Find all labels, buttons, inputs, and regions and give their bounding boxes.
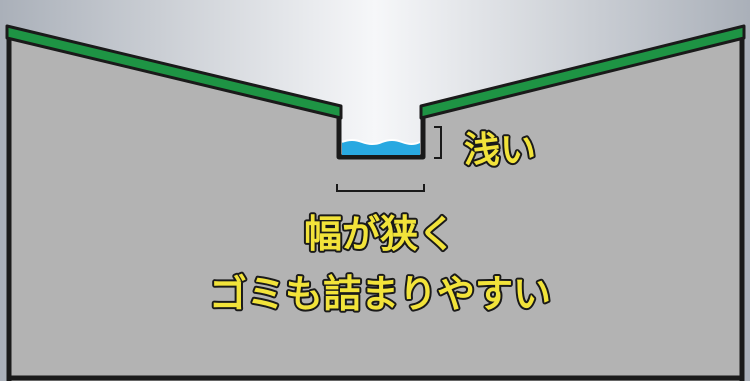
gutter-channel bbox=[336, 116, 426, 160]
clog-prone-label: ゴミも詰まりやすい bbox=[209, 272, 551, 316]
shallow-label: 浅い bbox=[464, 130, 536, 171]
narrow-width-label: 幅が狭く bbox=[304, 212, 456, 256]
right-curb-strip bbox=[419, 24, 746, 120]
ground-section bbox=[9, 34, 742, 381]
gutter-water bbox=[342, 140, 420, 155]
width-bracket bbox=[336, 184, 425, 192]
depth-bracket bbox=[434, 126, 442, 159]
water-surface-line bbox=[341, 139, 421, 145]
